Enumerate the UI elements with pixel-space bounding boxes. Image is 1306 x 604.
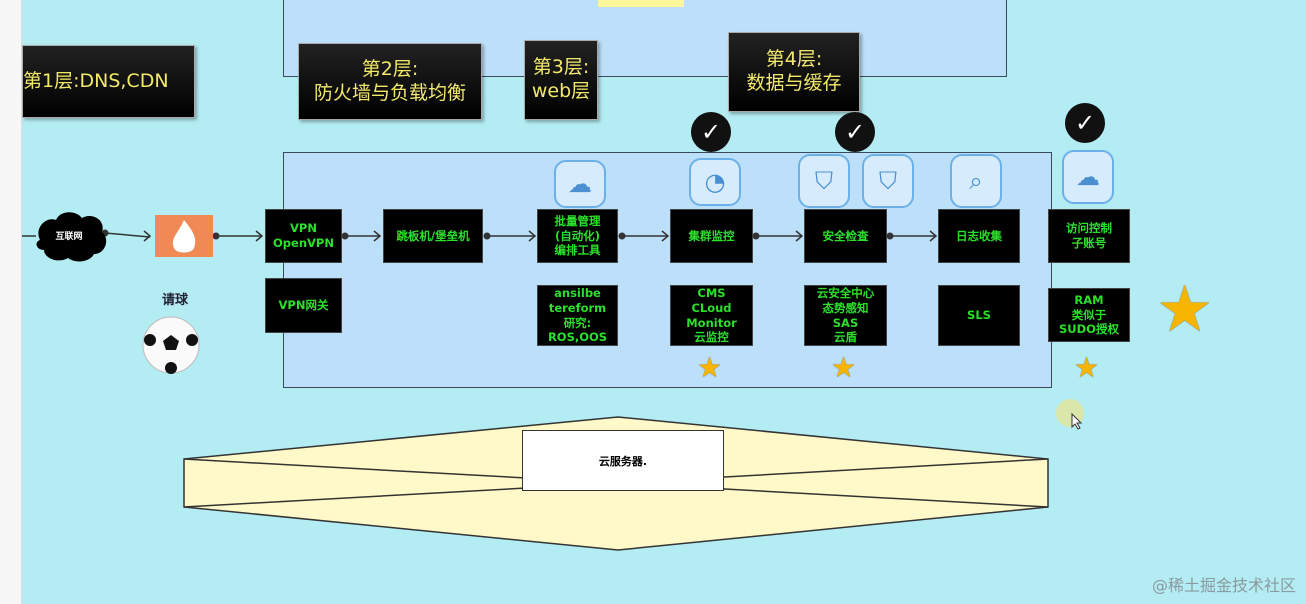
star-icon: ★ bbox=[831, 351, 857, 384]
node-log-collection[interactable]: 日志收集 bbox=[938, 209, 1020, 263]
top-panel bbox=[283, 0, 1007, 77]
detail-cloud-security[interactable]: 云安全中心 态势感知 SAS 云盾 bbox=[804, 285, 887, 346]
left-toolbar bbox=[0, 0, 22, 604]
layer-4-label[interactable]: 第4层: 数据与缓存 bbox=[728, 32, 860, 112]
check-icon: ✓ bbox=[691, 112, 731, 152]
watermark: @稀土掘金技术社区 bbox=[1151, 576, 1296, 595]
yellow-shape bbox=[598, 0, 684, 7]
layer-2-label[interactable]: 第2层: 防火墙与负载均衡 bbox=[298, 43, 482, 120]
check-icon: ✓ bbox=[1065, 103, 1105, 143]
node-jump-host[interactable]: 跳板机/堡垒机 bbox=[383, 209, 483, 263]
firewall-icon bbox=[155, 215, 213, 257]
cloud-icon: ☁ bbox=[1062, 150, 1114, 204]
log-search-icon: ⌕ bbox=[950, 154, 1002, 208]
detail-ansible[interactable]: ansilbe tereform 研究: ROS,OOS bbox=[537, 285, 618, 346]
cloud-server-box[interactable]: 云服务器. bbox=[522, 430, 724, 491]
node-security-check[interactable]: 安全检查 bbox=[804, 209, 887, 263]
detail-vpn-gateway[interactable]: VPN网关 bbox=[265, 278, 342, 333]
node-vpn[interactable]: VPN OpenVPN bbox=[265, 209, 342, 263]
layer-3-label[interactable]: 第3层: web层 bbox=[524, 40, 598, 120]
ball-label: 请球 bbox=[161, 293, 188, 308]
node-batch-management[interactable]: 批量管理 (自动化) 编排工具 bbox=[537, 209, 618, 263]
internet-cloud-shape bbox=[36, 212, 107, 262]
big-star-icon: ★ bbox=[1156, 273, 1214, 347]
main-panel bbox=[283, 152, 1052, 388]
detail-ram[interactable]: RAM 类似于 SUDO授权 bbox=[1048, 288, 1130, 342]
check-icon: ✓ bbox=[835, 112, 875, 152]
shield-cloud-icon: ⛉ bbox=[798, 154, 850, 208]
internet-label: 互联网 bbox=[55, 232, 83, 242]
cursor-icon bbox=[1056, 399, 1084, 430]
node-access-control[interactable]: 访问控制 子账号 bbox=[1048, 209, 1130, 263]
cloud-sync-icon: ☁ bbox=[554, 160, 606, 208]
detail-cms[interactable]: CMS CLoud Monitor 云监控 bbox=[670, 285, 753, 346]
dashboard-icon: ◔ bbox=[689, 158, 741, 206]
shield-check-icon: ⛉ bbox=[862, 154, 914, 208]
soccer-ball-icon bbox=[142, 316, 200, 374]
star-icon: ★ bbox=[697, 351, 723, 384]
node-cluster-monitor[interactable]: 集群监控 bbox=[670, 209, 753, 263]
detail-sls[interactable]: SLS bbox=[938, 285, 1020, 346]
star-icon: ★ bbox=[1074, 351, 1100, 384]
layer-1-label[interactable]: 第1层:DNS,CDN bbox=[22, 45, 195, 118]
